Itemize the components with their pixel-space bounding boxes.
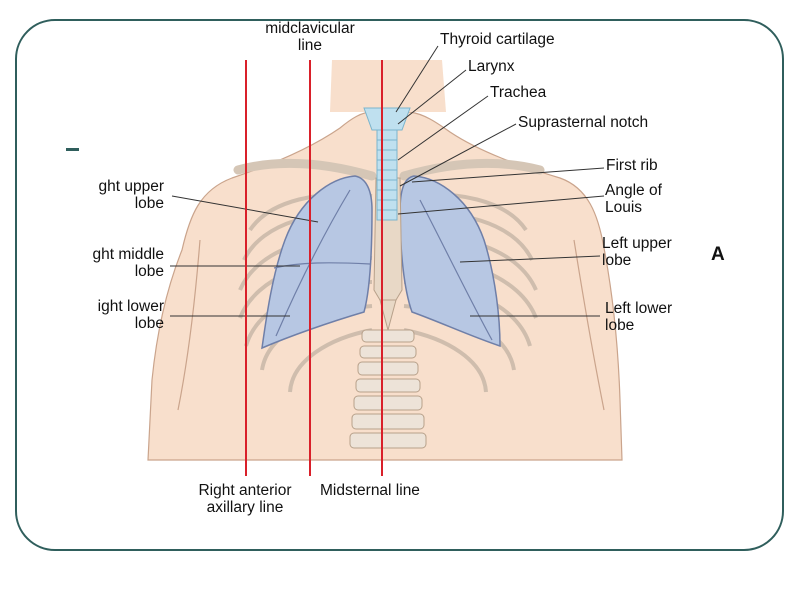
label-left-upper-lobe-1: Left upper (602, 235, 672, 252)
label-midclavicular-line-1: midclavicular (265, 20, 355, 37)
label-angle-of-louis: Angle of Louis (605, 182, 662, 216)
label-right-anterior-axillary-line-1: Right anterior (198, 482, 292, 499)
label-first-rib: First rib (606, 157, 658, 174)
label-angle-of-louis-2: Louis (605, 199, 643, 216)
label-thyroid-cartilage: Thyroid cartilage (440, 31, 555, 48)
label-trachea: Trachea (490, 84, 547, 101)
panel-letter: A (711, 244, 725, 265)
label-right-lower-lobe-2: lobe (134, 315, 164, 332)
label-angle-of-louis-1: Angle of (605, 182, 662, 199)
label-right-middle-lobe-1: ght middle (92, 246, 164, 263)
neck (330, 60, 446, 112)
label-left-lower-lobe-2: lobe (605, 317, 635, 334)
label-larynx: Larynx (468, 58, 515, 75)
label-right-lower-lobe-1: ight lower (97, 298, 164, 315)
label-right-anterior-axillary-line: Right anterior axillary line (178, 482, 312, 516)
thyroid-cartilage (363, 107, 411, 131)
label-left-lower-lobe: Left lower lobe (605, 300, 672, 334)
label-left-upper-lobe: Left upper lobe (602, 235, 672, 269)
right-arm-contour (177, 239, 201, 411)
right-clavicle (233, 159, 377, 181)
slide-frame (15, 19, 784, 551)
label-right-anterior-axillary-line-2: axillary line (206, 499, 284, 516)
label-right-upper-lobe-2: lobe (134, 195, 164, 212)
leader-lines (170, 45, 605, 317)
label-midsternal-line: Midsternal line (320, 482, 420, 499)
label-right-upper-lobe-1: ght upper (98, 178, 165, 195)
label-right-upper-lobe: ght upper lobe (60, 178, 165, 212)
left-arm-contour (573, 239, 605, 411)
label-right-lower-lobe: ight lower lobe (60, 298, 164, 332)
left-clavicle (399, 159, 545, 181)
label-right-middle-lobe-2: lobe (134, 263, 164, 280)
trachea (376, 129, 398, 221)
vertebral-column (349, 329, 427, 449)
label-midclavicular-line: midclavicular line (250, 20, 370, 54)
label-suprasternal-notch: Suprasternal notch (518, 114, 649, 131)
trachea-rings (377, 139, 397, 211)
left-fissure-oblique (419, 199, 493, 341)
xiphoid (379, 299, 397, 332)
dash-mark (66, 148, 79, 151)
label-midclavicular-line-2: line (297, 37, 323, 54)
label-right-middle-lobe: ght middle lobe (60, 246, 164, 280)
label-left-upper-lobe-2: lobe (602, 252, 632, 269)
label-left-lower-lobe-1: Left lower (605, 300, 673, 317)
